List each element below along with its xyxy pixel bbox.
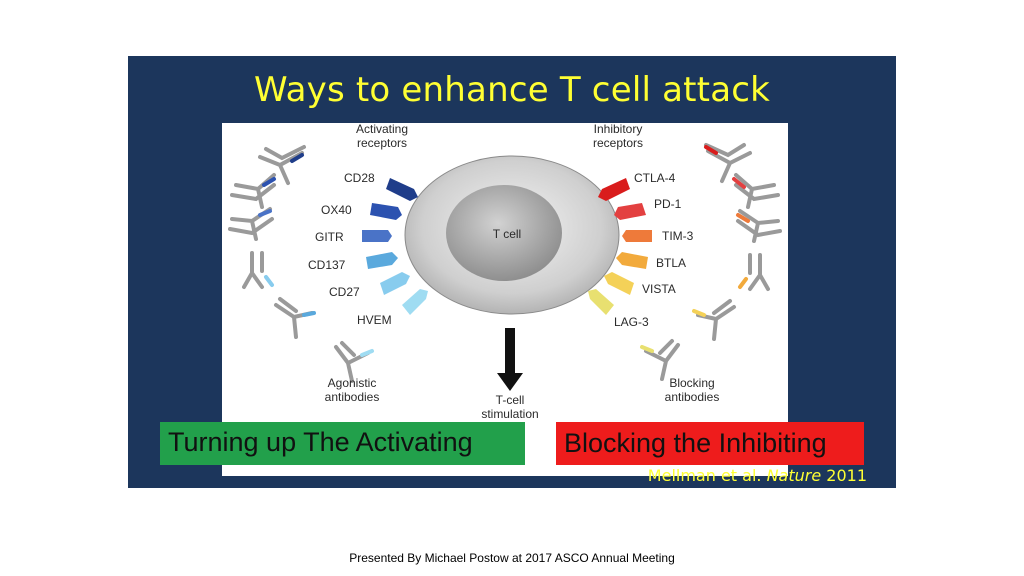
label-gitr: GITR	[315, 230, 344, 244]
label-ctla4: CTLA-4	[634, 171, 676, 185]
citation-authors: Mellman et al.	[647, 466, 767, 485]
receptor-cd137	[366, 252, 398, 269]
label-cd28: CD28	[344, 171, 375, 185]
receptor-ctla4	[598, 178, 630, 201]
blocking-label-line1: Blocking	[669, 376, 714, 390]
receptor-vista	[604, 272, 634, 295]
receptor-pd1	[614, 203, 646, 220]
citation: Mellman et al. Nature 2011	[648, 466, 867, 485]
label-pd1: PD-1	[654, 197, 682, 211]
blocking-label-line2: antibodies	[665, 390, 720, 404]
label-cd137: CD137	[308, 258, 346, 272]
arrow-label-line1: T-cell	[496, 393, 525, 407]
inhibitory-header-line1: Inhibitory	[594, 123, 643, 136]
stimulation-arrow	[497, 328, 523, 391]
activating-receptors	[362, 178, 428, 315]
receptor-diagram: Activating receptors Inhibitory receptor…	[222, 123, 788, 476]
inhibitory-receptors	[588, 178, 652, 315]
label-ox40: OX40	[321, 203, 352, 217]
activating-header-line2: receptors	[357, 136, 407, 150]
agonistic-antibody-tips	[258, 153, 374, 357]
arrow-label-line2: stimulation	[481, 407, 538, 421]
t-cell-nucleus	[446, 185, 562, 281]
inhibitory-header-line2: receptors	[593, 136, 643, 150]
t-cell-label: T cell	[493, 227, 521, 241]
receptor-cd27	[380, 272, 410, 295]
activating-callout: Turning up The Activating	[160, 422, 525, 465]
citation-year: 2011	[821, 466, 867, 485]
agonistic-label-line2: antibodies	[325, 390, 380, 404]
presenter-footer: Presented By Michael Postow at 2017 ASCO…	[349, 551, 675, 565]
label-tim3: TIM-3	[662, 229, 694, 243]
receptor-hvem	[402, 289, 428, 315]
slide: Ways to enhance T cell attack Activating…	[128, 56, 896, 488]
activating-header-line1: Activating	[356, 123, 408, 136]
agonistic-label-line1: Agonistic	[328, 376, 377, 390]
receptor-cd28	[386, 178, 418, 201]
label-lag3: LAG-3	[614, 315, 649, 329]
label-btla: BTLA	[656, 256, 686, 270]
blocking-antibody-tips	[640, 145, 750, 353]
receptor-tim3	[622, 230, 652, 242]
label-cd27: CD27	[329, 285, 360, 299]
slide-title: Ways to enhance T cell attack	[253, 70, 771, 110]
citation-journal: Nature	[766, 466, 822, 485]
label-hvem: HVEM	[357, 313, 392, 327]
receptor-ox40	[370, 203, 402, 220]
label-vista: VISTA	[642, 282, 676, 296]
receptor-gitr	[362, 230, 392, 242]
receptor-lag3	[588, 289, 614, 315]
inhibiting-callout: Blocking the Inhibiting	[556, 422, 864, 465]
receptor-btla	[616, 252, 648, 269]
